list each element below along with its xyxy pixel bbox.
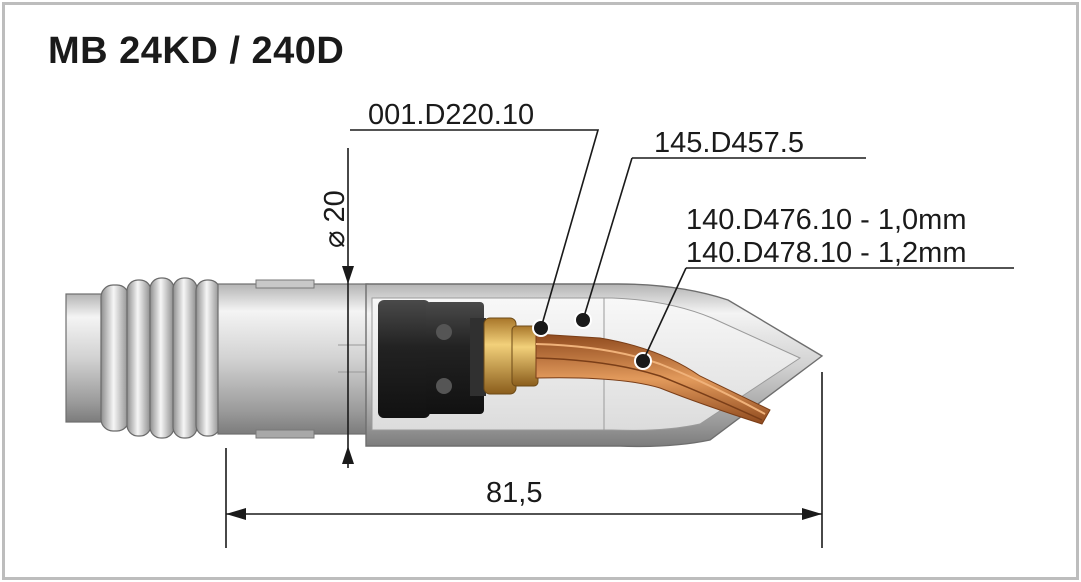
insulator-rings — [100, 277, 221, 439]
copper-liner — [535, 333, 771, 425]
part-label-contact-tip-holder: 001.D220.10 — [368, 99, 534, 131]
brass-connector — [483, 317, 539, 395]
insulator-block — [378, 300, 486, 418]
diameter-dimension — [342, 148, 354, 468]
length-label: 81,5 — [486, 477, 542, 509]
length-dimension — [225, 372, 823, 548]
part-label-liner-2: 140.D478.10 - 1,2mm — [686, 237, 966, 269]
part-label-liner-1: 140.D476.10 - 1,0mm — [686, 204, 966, 236]
nozzle-body — [217, 279, 369, 439]
part-label-nozzle: 145.D457.5 — [654, 127, 804, 159]
leader-lines — [350, 129, 1014, 362]
diameter-label: ⌀ 20 — [319, 190, 351, 248]
diagram-title: MB 24KD / 240D — [48, 30, 345, 72]
